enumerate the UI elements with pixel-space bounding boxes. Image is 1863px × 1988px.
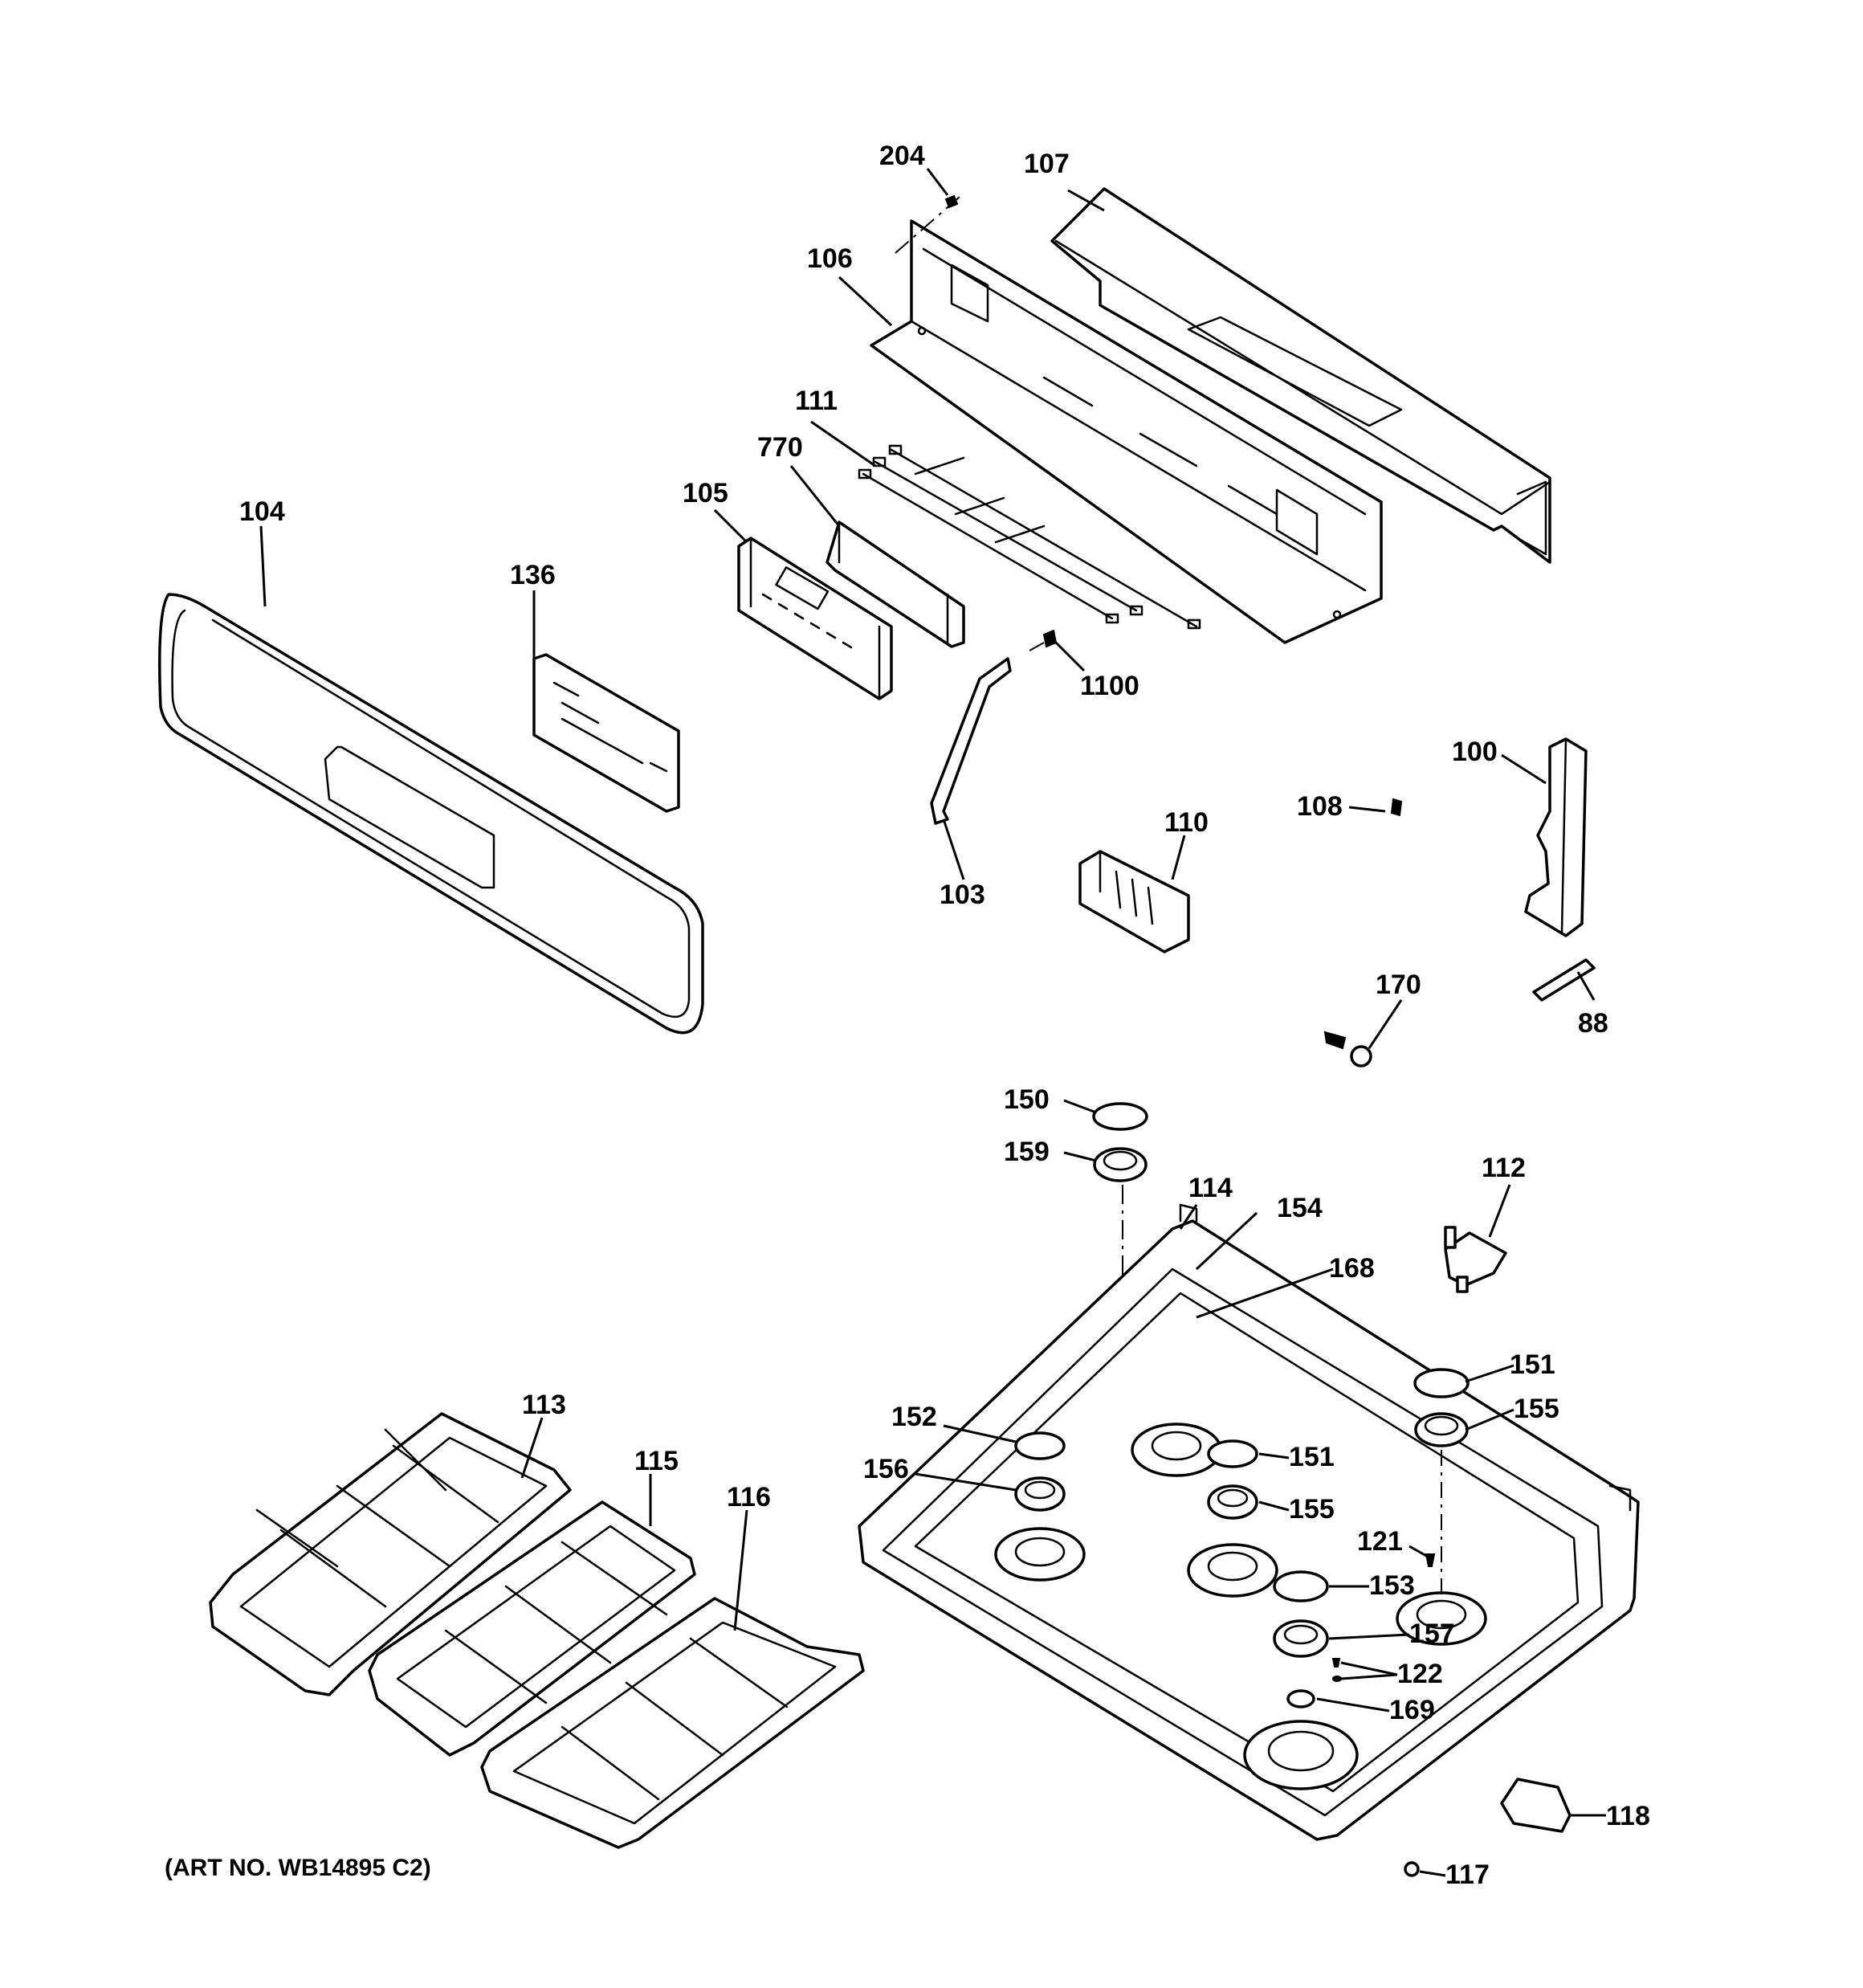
part-115-grate-center (368, 1500, 696, 1757)
callout-122: 122 (1397, 1659, 1443, 1689)
callout-770: 770 (757, 432, 803, 463)
part-204-screw (895, 194, 960, 254)
part-103-bracket (930, 657, 1012, 825)
callout-111: 111 (795, 386, 838, 416)
part-152-cap-left (1014, 1431, 1066, 1460)
part-156-head-left (1014, 1476, 1066, 1512)
part-169-orifice (1286, 1689, 1315, 1708)
part-770-bracket (826, 520, 965, 648)
part-117-nut (1404, 1861, 1420, 1877)
part-108-screw (1390, 798, 1403, 817)
callout-150: 150 (1004, 1084, 1050, 1115)
callout-labels: 204 107 106 111 770 105 104 136 1100 100… (239, 141, 1650, 1890)
part-153-cap-front (1273, 1570, 1329, 1602)
part-104-control-panel (158, 593, 704, 1035)
callout-152: 152 (891, 1402, 937, 1432)
callout-115: 115 (634, 1446, 679, 1476)
callout-104: 104 (239, 496, 285, 527)
callout-151-right: 151 (1510, 1349, 1555, 1380)
part-116-grate-right (480, 1597, 865, 1849)
callout-136: 136 (510, 560, 556, 590)
callout-100: 100 (1452, 737, 1498, 767)
callout-114: 114 (1188, 1173, 1233, 1203)
part-105-control-board (737, 537, 893, 700)
burner-base-right-front (1243, 1720, 1359, 1790)
callout-155-center: 155 (1289, 1494, 1335, 1525)
callout-156: 156 (863, 1454, 909, 1484)
callout-117: 117 (1445, 1859, 1490, 1890)
part-1100-clip (1029, 629, 1058, 651)
burner-base-left-rear (1131, 1423, 1222, 1477)
part-88-clip (1532, 958, 1596, 1002)
part-151-cap-right (1413, 1368, 1470, 1398)
part-121-screw (1425, 1553, 1436, 1567)
part-110-terminal-block (1078, 850, 1190, 953)
part-170-screw (1323, 1031, 1372, 1067)
callout-107: 107 (1024, 149, 1070, 179)
part-106-backsplash-frame (870, 219, 1383, 644)
callout-168: 168 (1329, 1253, 1375, 1284)
callout-103: 103 (940, 880, 985, 910)
part-151-cap-center (1207, 1439, 1258, 1468)
callout-153: 153 (1369, 1570, 1415, 1601)
callout-170: 170 (1376, 970, 1421, 1000)
callout-113: 113 (522, 1390, 566, 1420)
callout-157: 157 (1409, 1619, 1455, 1649)
part-113-grate-left (209, 1412, 572, 1696)
callout-159: 159 (1004, 1137, 1050, 1167)
part-155-head-center (1207, 1484, 1258, 1520)
callout-88: 88 (1578, 1008, 1608, 1039)
part-122-screws (1331, 1658, 1342, 1682)
callout-151-center: 151 (1289, 1442, 1335, 1472)
callout-106: 106 (807, 243, 853, 274)
burner-base-center (1187, 1543, 1278, 1598)
callout-116: 116 (727, 1482, 771, 1512)
part-150-burner-cap (1092, 1102, 1148, 1131)
part-118-bumper (1500, 1778, 1572, 1833)
callout-154: 154 (1277, 1193, 1323, 1223)
part-100-side-trim (1524, 737, 1588, 937)
callout-169: 169 (1389, 1695, 1435, 1725)
callout-108: 108 (1297, 791, 1343, 822)
part-111-harness (858, 444, 1201, 630)
callout-121: 121 (1357, 1526, 1403, 1557)
callout-112: 112 (1482, 1153, 1526, 1183)
burner-base-right-rear (1396, 1591, 1487, 1646)
callout-105: 105 (683, 478, 728, 508)
callout-118: 118 (1606, 1801, 1650, 1831)
art-number: (ART NO. WB14895 C2) (165, 1855, 431, 1881)
part-107-rear-cover (1050, 187, 1551, 564)
callout-155-right: 155 (1514, 1394, 1559, 1424)
part-157-head-front (1273, 1619, 1329, 1658)
burner-base-left-front (994, 1527, 1086, 1582)
part-112-igniter (1444, 1226, 1507, 1293)
callout-110: 110 (1164, 807, 1209, 838)
callout-1100: 1100 (1080, 671, 1139, 701)
part-136-overlay (532, 653, 680, 813)
callout-204: 204 (879, 141, 925, 171)
leader-lines (259, 168, 1606, 1877)
